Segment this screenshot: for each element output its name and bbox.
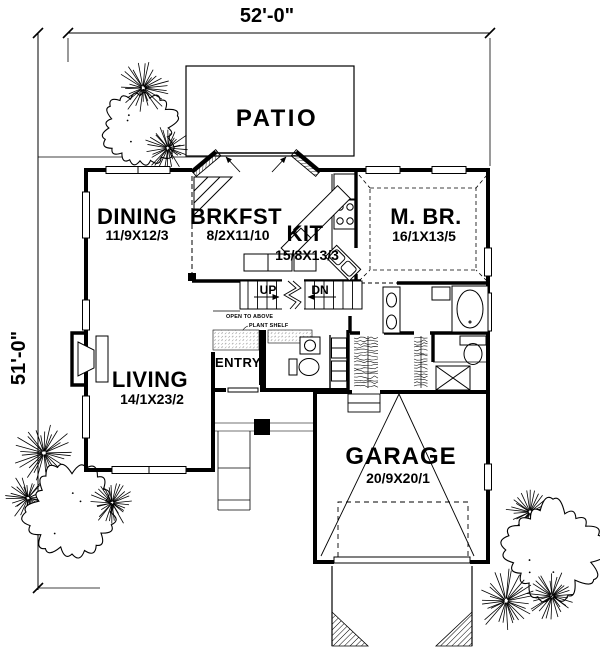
stairs-rail [254, 279, 336, 311]
garage-door-gap [352, 388, 380, 396]
corner-sink [324, 244, 362, 282]
front-door-threshold [227, 387, 259, 393]
closet-clothes-scribble [353, 336, 428, 388]
driveway [331, 566, 473, 647]
living-size: 14/1X23/2 [120, 391, 184, 407]
garage-label: GARAGE [345, 443, 456, 470]
kitchen-size: 15/8X13/3 [275, 247, 339, 263]
garage-marks [320, 393, 475, 557]
entry-label: ENTRY [215, 355, 261, 370]
living-label: LIVING [112, 367, 188, 392]
master-label: M. BR. [390, 204, 461, 229]
garage-size: 20/9X20/1 [366, 470, 430, 486]
dining-label: DINING [97, 204, 177, 229]
shrub-starburst [120, 62, 169, 112]
tree-canopy [500, 496, 600, 603]
kitchen-label: KIT [287, 221, 324, 246]
height-dimension-label: 51'-0" [8, 331, 30, 385]
open-to-above-note: OPEN TO ABOVE [226, 314, 273, 320]
brkfst-label: BRKFST [190, 204, 282, 229]
shrub-starburst [145, 127, 188, 172]
patio-doors [190, 149, 322, 177]
master-bath [367, 285, 489, 391]
brkfst-size: 8/2X11/10 [206, 227, 269, 243]
room-labels: PATIO DINING 11/9X12/3 BRKFST 8/2X11/10 … [97, 105, 461, 486]
patio-outline [185, 65, 355, 157]
powder-sink [299, 336, 321, 355]
powder-toilet-bowl [298, 358, 320, 376]
dining-size: 11/9X12/3 [105, 227, 168, 243]
dining-details [188, 176, 196, 281]
pantry [193, 176, 234, 217]
shower [435, 365, 471, 391]
toilet-tank [459, 335, 487, 346]
powder-toilet-tank [288, 358, 298, 376]
toilet-bowl [463, 343, 483, 365]
porch-and-walkway [215, 422, 315, 511]
shrub-starburst [481, 568, 534, 631]
garage-overhead-door [333, 556, 471, 564]
tree-canopy [101, 91, 180, 166]
tub-deck [431, 286, 451, 301]
fireplace [77, 335, 109, 383]
shrub-starburst [90, 483, 132, 524]
stairs-up-label: UP [260, 283, 277, 297]
tub [451, 285, 489, 333]
kitchen-fixtures [243, 173, 362, 282]
stairs-down-label: DN [311, 283, 328, 297]
plant-shelf-note: PLANT SHELF [249, 323, 289, 329]
width-dimension-label: 52'-0" [240, 5, 294, 27]
patio-label: PATIO [236, 105, 318, 132]
porch-column [254, 419, 270, 435]
tree-canopy [21, 463, 117, 559]
double-vanity [382, 286, 401, 334]
tray-ceiling [358, 174, 488, 282]
garage-steps [347, 393, 381, 413]
plant-shelf-leader [242, 325, 249, 331]
dimension-ticks [32, 27, 496, 594]
trees-and-shrubs [5, 62, 600, 631]
master-size: 16/1X13/5 [392, 228, 456, 244]
powder-bath [288, 335, 347, 390]
dishwasher [293, 253, 317, 272]
shrub-starburst [526, 572, 573, 620]
